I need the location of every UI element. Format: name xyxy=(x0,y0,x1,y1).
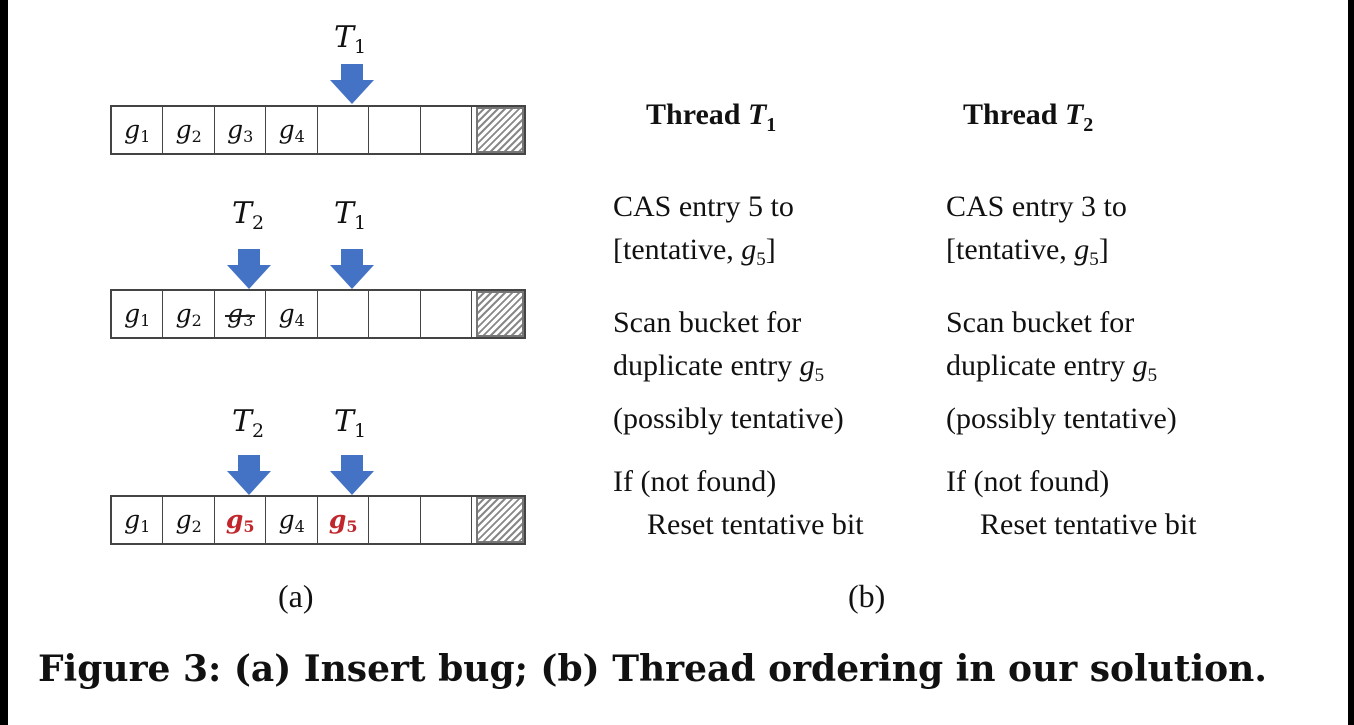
bucket-cell: g2 xyxy=(163,107,215,153)
thread-2-steps: CAS entry 3 to [tentative, g5] Scan buck… xyxy=(946,185,1197,546)
bucket-cell-empty xyxy=(369,291,421,337)
cas-line: CAS entry 5 to xyxy=(613,190,794,223)
reset-line: Reset tentative bit xyxy=(647,508,864,541)
arrow-icon-t1-row2 xyxy=(330,249,374,289)
bucket-cell-empty xyxy=(421,107,473,153)
thread-label-t1-row1: T1 xyxy=(334,20,367,58)
bucket-cell-duplicate: g5 xyxy=(215,497,267,543)
bucket-cell: g4 xyxy=(266,497,318,543)
thread-2-header: Thread T2 xyxy=(963,98,1094,136)
bucket-cell: g4 xyxy=(266,291,318,337)
thread-label-t1-row2: T1 xyxy=(334,196,367,234)
panel-a-label: (a) xyxy=(278,578,314,614)
bucket-cell-empty xyxy=(421,291,473,337)
thread-label-t2-row3: T2 xyxy=(232,404,265,442)
arrow-icon-t1-row1 xyxy=(330,64,374,104)
bucket-row-2: g1 g2 g3 g4 xyxy=(110,289,526,339)
bucket-cell-empty xyxy=(369,107,421,153)
scan-line: Scan bucket for xyxy=(613,306,802,339)
bucket-cell-struck: g3 xyxy=(215,291,267,337)
bucket-cell: g2 xyxy=(163,291,215,337)
bucket-cell: g1 xyxy=(112,291,164,337)
arrow-icon-t1-row3 xyxy=(330,455,374,495)
arrow-icon-t2-row3 xyxy=(227,455,271,495)
bucket-cell-duplicate: g5 xyxy=(318,497,370,543)
bucket-overflow-hatched xyxy=(476,107,524,153)
bucket-cell-empty xyxy=(421,497,473,543)
bucket-cell: g1 xyxy=(112,107,164,153)
bucket-cell-empty xyxy=(318,291,370,337)
reset-line: Reset tentative bit xyxy=(980,508,1197,541)
arrow-icon-t2-row2 xyxy=(227,249,271,289)
cas-target-line: [tentative, g5] xyxy=(946,233,1109,270)
if-line: If (not found) xyxy=(613,465,777,498)
bucket-cell-empty xyxy=(369,497,421,543)
scan-duplicate-line: duplicate entry g5 xyxy=(946,349,1158,386)
bucket-row-1: g1 g2 g3 g4 xyxy=(110,105,526,155)
bucket-cell: g2 xyxy=(163,497,215,543)
scan-duplicate-line: duplicate entry g5 xyxy=(613,349,825,386)
bucket-cell-empty xyxy=(318,107,370,153)
bucket-row-3: g1 g2 g5 g4 g5 xyxy=(110,495,526,545)
cas-line: CAS entry 3 to xyxy=(946,190,1127,223)
bucket-cell: g1 xyxy=(112,497,164,543)
cas-target-line: [tentative, g5] xyxy=(613,233,776,270)
if-line: If (not found) xyxy=(946,465,1110,498)
figure-caption: Figure 3: (a) Insert bug; (b) Thread ord… xyxy=(38,648,1267,690)
bucket-cell: g4 xyxy=(266,107,318,153)
bucket-cell: g3 xyxy=(215,107,267,153)
bucket-overflow-hatched xyxy=(476,497,524,543)
bucket-overflow-hatched xyxy=(476,291,524,337)
thread-label-t1-row3: T1 xyxy=(334,404,367,442)
scan-line: Scan bucket for xyxy=(946,306,1135,339)
thread-1-header: Thread T1 xyxy=(646,98,777,136)
panel-b-label: (b) xyxy=(848,578,886,614)
figure-page: T1 g1 g2 g3 g4 T2 T1 g1 g2 g3 g4 T2 T1 g… xyxy=(8,0,1348,725)
scan-note-line: (possibly tentative) xyxy=(946,402,1177,435)
thread-label-t2-row2: T2 xyxy=(232,196,265,234)
thread-1-steps: CAS entry 5 to [tentative, g5] Scan buck… xyxy=(613,185,864,546)
scan-note-line: (possibly tentative) xyxy=(613,402,844,435)
